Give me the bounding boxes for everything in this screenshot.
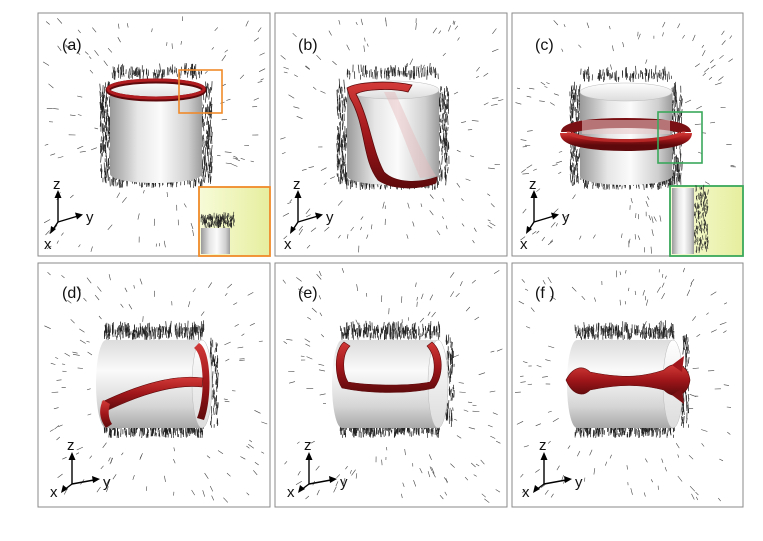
axis-triad: z y x (284, 176, 334, 253)
vortex-line (335, 341, 442, 393)
axis-x-label: x (522, 484, 530, 501)
panel-b: (b) z y x (274, 12, 508, 257)
axis-y-label: y (326, 209, 334, 226)
panel-label: (d) (62, 285, 82, 302)
axis-triad: z y x (520, 176, 570, 253)
zoom-inset (669, 184, 744, 257)
panel-e: (e) z y x (274, 262, 508, 508)
axis-z-label: z (304, 437, 312, 454)
flow-field (514, 267, 732, 502)
axis-x-label: x (520, 236, 528, 253)
axis-y-label: y (562, 209, 570, 226)
axis-z-label: z (529, 176, 537, 193)
axis-z-label: z (53, 176, 61, 193)
panel-f: (f ) z y x (511, 262, 744, 508)
zoom-inset (198, 186, 271, 257)
flow-field (280, 17, 504, 253)
axis-triad: z y x (50, 437, 111, 501)
axis-x-label: x (284, 236, 292, 253)
zoom-box (657, 111, 703, 164)
axis-x-label: x (44, 236, 52, 253)
axis-triad: z y x (44, 176, 94, 253)
axis-triad: z y x (287, 437, 348, 501)
panel-d: (d) z y x (37, 262, 271, 508)
axis-y-label: y (340, 474, 348, 491)
vortex-line (346, 81, 438, 189)
axis-x-label: x (287, 484, 295, 501)
axis-z-label: z (293, 176, 301, 193)
axis-z-label: z (539, 437, 547, 454)
zoom-box (178, 69, 223, 114)
vortex-ring (560, 118, 692, 151)
panel-label: (f ) (535, 285, 555, 302)
vortex-line (100, 343, 210, 428)
vortex-ring (105, 78, 207, 102)
panel-c: (c) z y x (511, 12, 744, 257)
axis-triad: z y x (522, 437, 583, 501)
axis-y-label: y (575, 474, 583, 491)
vorticity-fur (103, 320, 219, 439)
axis-y-label: y (86, 209, 94, 226)
cylinder (346, 80, 440, 185)
axis-z-label: z (67, 437, 75, 454)
panel-a: (a) z y x (37, 12, 271, 257)
flow-field (282, 267, 503, 503)
panel-label: (b) (298, 37, 318, 54)
flow-field (44, 271, 268, 503)
axis-x-label: x (50, 484, 58, 501)
panel-label: (a) (62, 37, 82, 54)
panel-label: (e) (298, 285, 318, 302)
panel-label: (c) (535, 37, 554, 54)
axis-y-label: y (103, 474, 111, 491)
vortex-line (565, 356, 691, 404)
